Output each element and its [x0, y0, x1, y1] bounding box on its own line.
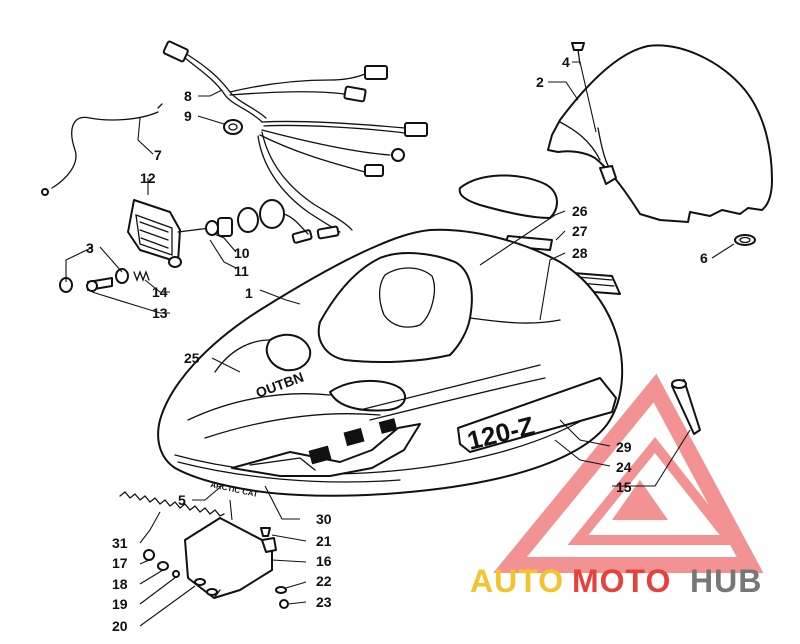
callout-29: 29 — [616, 439, 632, 455]
callout-4: 4 — [562, 54, 570, 70]
callout-5: 5 — [178, 492, 186, 508]
watermark-text: AUTO MOTO HUB — [470, 563, 762, 599]
bulb-socket — [205, 199, 309, 237]
callout-15: 15 — [616, 479, 632, 495]
watermark-hub: HUB — [690, 563, 762, 599]
callout-12: 12 — [140, 170, 156, 186]
callout-31: 31 — [112, 535, 128, 551]
callout-17: 17 — [112, 555, 128, 571]
callout-2: 2 — [536, 74, 544, 90]
watermark-auto: AUTO — [470, 563, 564, 599]
hood: 120-Z OUTBN ARCTIC CAT — [157, 228, 624, 499]
callout-1: 1 — [245, 285, 253, 301]
callout-3: 3 — [86, 240, 94, 256]
callout-30: 30 — [316, 511, 332, 527]
bracket — [184, 517, 273, 599]
callout-22: 22 — [316, 573, 332, 589]
callout-19: 19 — [112, 596, 128, 612]
grommet — [223, 119, 243, 135]
callout-10: 10 — [234, 245, 250, 261]
callout-labels: 1 2 3 4 5 6 7 8 9 10 11 12 13 14 15 16 1… — [86, 54, 708, 634]
callout-28: 28 — [572, 245, 588, 261]
callout-24: 24 — [616, 459, 632, 475]
callout-27: 27 — [572, 223, 588, 239]
callout-25: 25 — [184, 350, 200, 366]
callout-21: 21 — [316, 533, 332, 549]
callout-14: 14 — [152, 284, 168, 300]
windshield-fasteners — [571, 42, 756, 246]
adjuster-hardware — [59, 256, 182, 293]
callout-16: 16 — [316, 553, 332, 569]
headlight — [127, 199, 211, 263]
watermark-logo — [493, 373, 764, 573]
callout-18: 18 — [112, 576, 128, 592]
callout-7: 7 — [154, 147, 162, 163]
leader-lines — [65, 61, 735, 627]
callout-20: 20 — [112, 618, 128, 634]
callout-26: 26 — [572, 203, 588, 219]
wiring-harness — [162, 40, 428, 244]
callout-11: 11 — [234, 263, 249, 279]
watermark-moto: MOTO — [572, 563, 671, 599]
callout-6: 6 — [700, 250, 708, 266]
pin — [671, 379, 701, 435]
callout-13: 13 — [152, 305, 168, 321]
callout-9: 9 — [184, 108, 192, 124]
spring — [119, 491, 225, 517]
callout-8: 8 — [184, 88, 192, 104]
callout-23: 23 — [316, 594, 332, 610]
cable — [41, 103, 163, 196]
windshield — [547, 44, 773, 223]
